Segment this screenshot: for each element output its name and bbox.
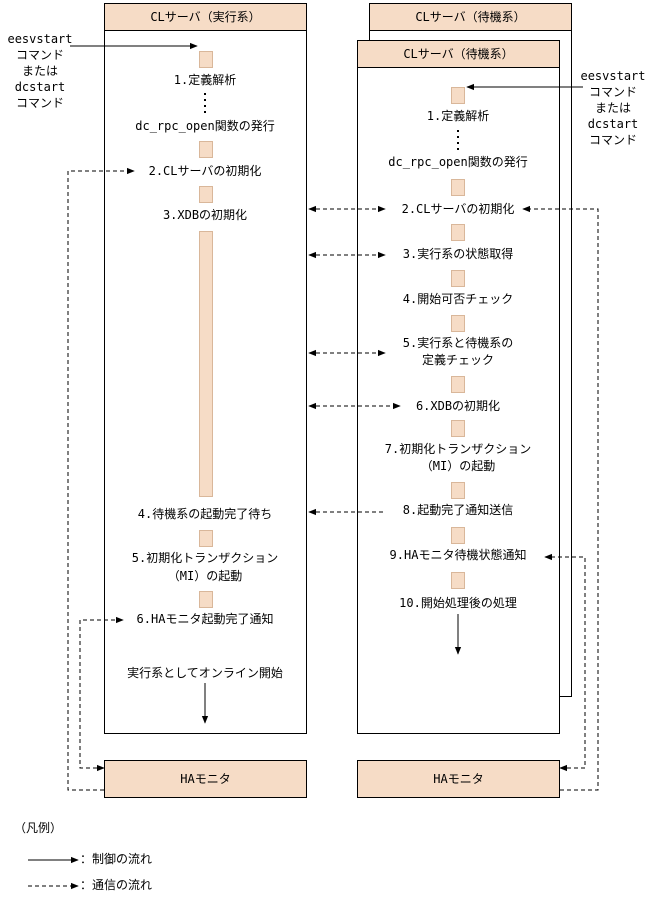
standby-server-title: CLサーバ（待機系） <box>358 41 559 68</box>
standby-bar-2 <box>451 179 465 196</box>
active-bar-1 <box>199 51 213 68</box>
active-command-line-5: コマンド <box>15 96 65 110</box>
standby-step-7a: 7.初期化トランザクション <box>384 442 532 456</box>
active-command-line-1: eesvstart <box>7 32 73 46</box>
standby-command-line-2: コマンド <box>588 85 638 99</box>
active-step-3: 3.XDBの初期化 <box>162 208 248 222</box>
standby-bar-6 <box>451 376 465 393</box>
active-bar-2 <box>199 141 213 158</box>
standby-step-5b: 定義チェック <box>421 353 495 367</box>
standby-bar-9 <box>451 527 465 544</box>
active-step-2: 2.CLサーバの初期化 <box>148 164 262 178</box>
standby-bar-7 <box>451 420 465 437</box>
standby-step-5a: 5.実行系と待機系の <box>402 336 514 350</box>
standby-step-10: 10.開始処理後の処理 <box>399 596 517 610</box>
active-command-line-4: dcstart <box>14 80 66 94</box>
active-step-1: 1.定義解析 <box>173 73 237 87</box>
standby-step-rpc: dc_rpc_open関数の発行 <box>388 155 528 169</box>
standby-ha-monitor: HAモニタ <box>357 760 560 798</box>
standby-server-back-title: CLサーバ（待機系） <box>370 4 571 31</box>
active-step-5b: （MI）の起動 <box>167 569 243 583</box>
standby-step-3: 3.実行系の状態取得 <box>402 247 514 261</box>
standby-command-line-3: または <box>594 101 632 115</box>
standby-step-2: 2.CLサーバの初期化 <box>401 202 515 216</box>
legend-comm-label: ：通信の流れ <box>80 878 153 892</box>
active-step-rpc: dc_rpc_open関数の発行 <box>135 119 275 133</box>
standby-bar-4 <box>451 270 465 287</box>
active-step-6: 6.HAモニタ起動完了通知 <box>136 612 274 626</box>
active-command-line-3: または <box>21 64 59 78</box>
active-server-title: CLサーバ（実行系） <box>105 4 306 31</box>
standby-bar-3 <box>451 224 465 241</box>
active-step-online: 実行系としてオンライン開始 <box>127 666 283 680</box>
active-bar-6 <box>199 591 213 608</box>
standby-step-8: 8.起動完了通知送信 <box>402 503 514 517</box>
active-ha-monitor: HAモニタ <box>104 760 307 798</box>
standby-bar-5 <box>451 315 465 332</box>
standby-bar-8 <box>451 482 465 499</box>
standby-bar-10 <box>451 572 465 589</box>
standby-step-9: 9.HAモニタ待機状態通知 <box>389 548 527 562</box>
standby-step-1: 1.定義解析 <box>426 109 490 123</box>
standby-step-4: 4.開始可否チェック <box>402 292 514 306</box>
legend-control-label: ：制御の流れ <box>80 852 153 866</box>
standby-step-6: 6.XDBの初期化 <box>415 399 501 413</box>
active-step-4: 4.待機系の起動完了待ち <box>137 507 273 521</box>
active-bar-3 <box>199 186 213 203</box>
standby-command-line-5: コマンド <box>588 133 638 147</box>
legend-title: （凡例） <box>14 821 63 835</box>
standby-command-line-4: dcstart <box>587 117 639 131</box>
active-bar-4 <box>199 231 213 497</box>
standby-command-line-1: eesvstart <box>580 69 646 83</box>
standby-step-7b: （MI）の起動 <box>420 459 496 473</box>
active-bar-5 <box>199 530 213 547</box>
active-command-line-2: コマンド <box>15 48 65 62</box>
standby-bar-1 <box>451 87 465 104</box>
active-step-5a: 5.初期化トランザクション <box>131 551 279 565</box>
